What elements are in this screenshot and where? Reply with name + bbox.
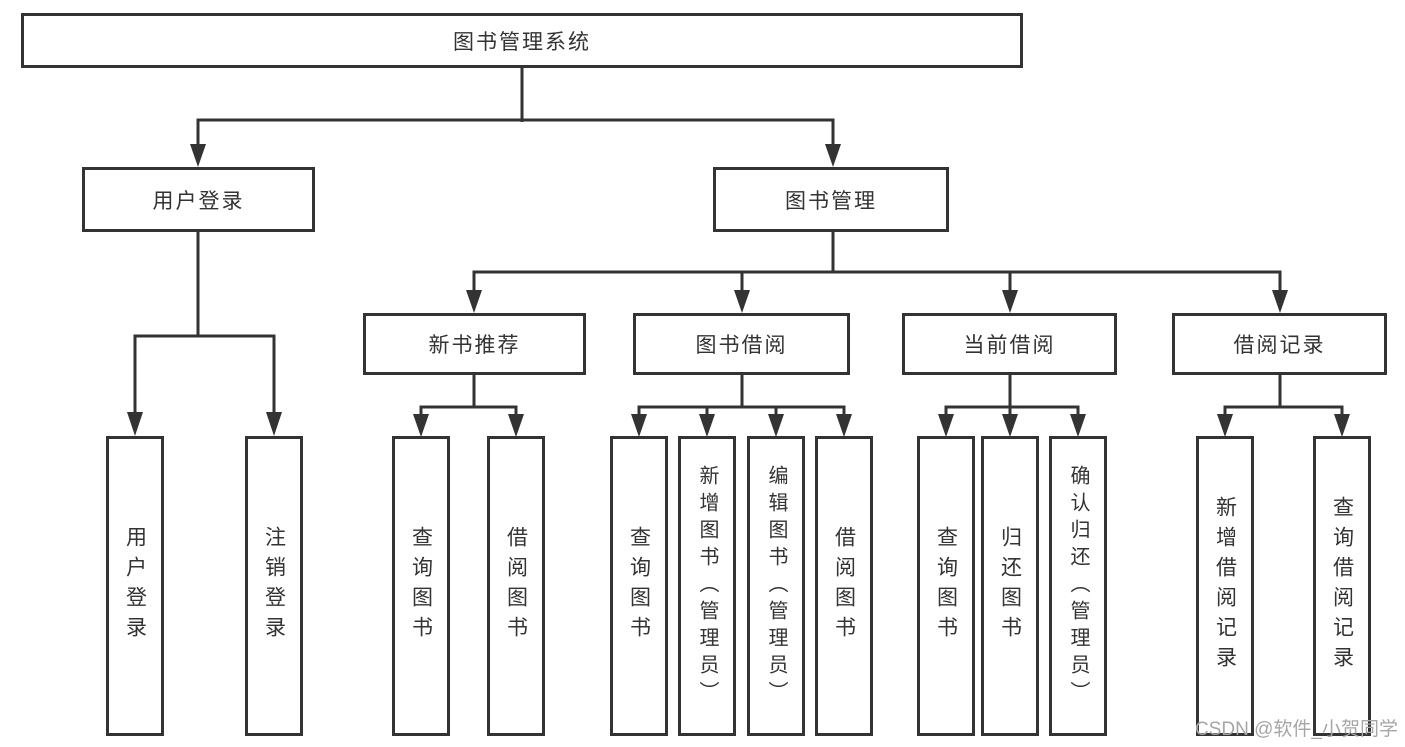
leaf-query-books-current: 查询图书 — [917, 436, 975, 736]
node-root: 图书管理系统 — [21, 13, 1023, 68]
leaf-query-borrow-record: 查询借阅记录 — [1313, 436, 1371, 736]
leaf-query-books-current-label: 查询图书 — [934, 526, 958, 646]
leaf-edit-books-admin: 编辑图书（管理员） — [747, 436, 805, 736]
leaf-confirm-return-admin-label: 确认归还（管理员） — [1067, 464, 1089, 708]
leaf-add-borrow-record-label: 新增借阅记录 — [1213, 496, 1237, 676]
node-new-book-recommend-label: 新书推荐 — [428, 334, 521, 357]
leaf-query-books-borrow-label: 查询图书 — [627, 526, 651, 646]
node-book-management: 图书管理 — [713, 167, 949, 232]
leaf-query-books-recommend-label: 查询图书 — [409, 526, 433, 646]
leaf-borrow-books: 借阅图书 — [815, 436, 873, 736]
leaf-confirm-return-admin: 确认归还（管理员） — [1049, 436, 1107, 736]
node-current-borrow: 当前借阅 — [902, 313, 1117, 375]
leaf-add-books-admin-label: 新增图书（管理员） — [696, 464, 718, 708]
node-borrow-records-label: 借阅记录 — [1233, 334, 1326, 357]
leaf-add-books-admin: 新增图书（管理员） — [678, 436, 736, 736]
leaf-query-books-recommend: 查询图书 — [392, 436, 450, 736]
node-borrow-records: 借阅记录 — [1172, 313, 1387, 375]
leaf-return-books-label: 归还图书 — [998, 526, 1022, 646]
leaf-borrow-books-label: 借阅图书 — [832, 526, 856, 646]
node-current-borrow-label: 当前借阅 — [963, 334, 1056, 357]
watermark-text: CSDN @软件_小贺同学 — [1195, 719, 1398, 740]
leaf-logout: 注销登录 — [245, 436, 303, 736]
node-user-login: 用户登录 — [82, 167, 315, 232]
leaf-edit-books-admin-label: 编辑图书（管理员） — [765, 464, 787, 708]
leaf-borrow-books-recommend-label: 借阅图书 — [504, 526, 528, 646]
node-book-management-label: 图书管理 — [785, 189, 877, 213]
leaf-user-login: 用户登录 — [106, 436, 164, 736]
node-new-book-recommend: 新书推荐 — [363, 313, 586, 375]
leaf-logout-label: 注销登录 — [262, 526, 286, 646]
node-root-label: 图书管理系统 — [453, 30, 591, 54]
node-book-borrow-label: 图书借阅 — [695, 334, 788, 357]
leaf-add-borrow-record: 新增借阅记录 — [1196, 436, 1254, 736]
node-book-borrow: 图书借阅 — [633, 313, 850, 375]
leaf-borrow-books-recommend: 借阅图书 — [487, 436, 545, 736]
leaf-return-books: 归还图书 — [981, 436, 1039, 736]
leaf-query-borrow-record-label: 查询借阅记录 — [1330, 496, 1354, 676]
node-user-login-label: 用户登录 — [152, 189, 245, 213]
leaf-user-login-label: 用户登录 — [123, 526, 147, 646]
leaf-query-books-borrow: 查询图书 — [610, 436, 668, 736]
